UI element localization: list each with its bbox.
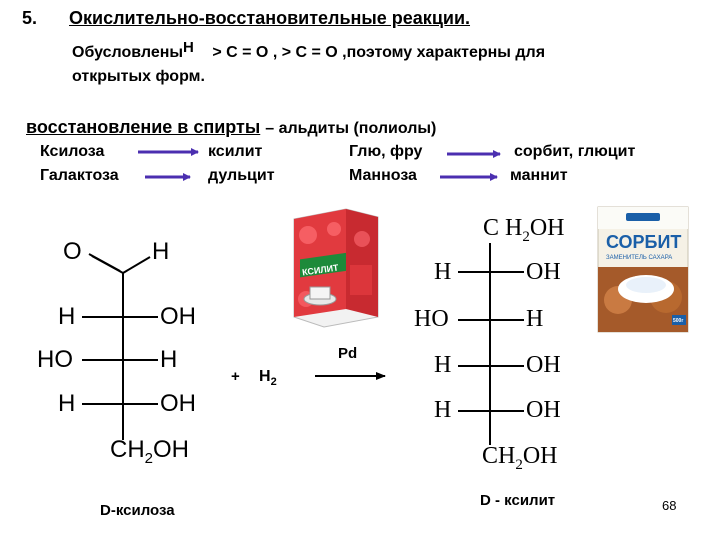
right-row2-right: OH	[526, 352, 561, 378]
left-row1-left: HO	[37, 346, 73, 373]
left-top-h: H	[152, 238, 170, 265]
reaction-from-1: Галактоза	[40, 167, 119, 184]
right-row3-right: OH	[526, 397, 561, 423]
left-bottom-sub: 2	[144, 449, 154, 467]
left-row0-left: H	[58, 303, 76, 330]
section-heading: восстановление в спирты – альдиты (полио…	[26, 117, 436, 138]
right-row1-left: HO	[414, 306, 449, 332]
sorbit-package-image: СОРБИТ ЗАМЕНИТЕЛЬ САХАРА 500г	[596, 205, 691, 335]
heading-text: восстановление в спирты	[26, 117, 261, 137]
left-bottom-oh: OH	[153, 436, 190, 463]
reaction-to-1: дульцит	[208, 167, 275, 184]
right-top-sub: 2	[522, 228, 530, 245]
reaction-to-3: маннит	[510, 167, 568, 184]
subtitle-part2: > C = O , > C = O ,поэтому характерны дл…	[212, 44, 546, 61]
left-row1-right: H	[160, 346, 178, 373]
reaction-to-2: сорбит, глюцит	[514, 143, 636, 160]
reaction-from-2: Глю, фру	[349, 143, 423, 160]
left-o: O	[63, 238, 82, 265]
left-row0-right: OH	[160, 303, 196, 330]
left-bottom: CH2OH	[110, 436, 189, 467]
reagent-h: H	[259, 368, 271, 385]
right-top-ch: C H	[483, 215, 523, 241]
slide-title: Окислительно-восстановительные реакции.	[69, 8, 471, 28]
left-structure-bonds	[82, 253, 158, 440]
page-number: 68	[662, 498, 677, 513]
right-row2-left: H	[434, 352, 452, 378]
right-top-oh: OH	[529, 215, 565, 241]
reagent-plus: +	[231, 368, 240, 385]
left-caption: D-ксилоза	[100, 502, 175, 519]
left-row2-left: H	[58, 390, 76, 417]
reagent: H2	[259, 368, 277, 388]
subtitle-line2: открытых форм.	[72, 68, 205, 85]
sorbit-weight: 500г	[673, 318, 684, 324]
sorbit-sub: ЗАМЕНИТЕЛЬ САХАРА	[606, 255, 673, 261]
right-row0-left: H	[434, 259, 452, 285]
left-row2-right: OH	[160, 390, 196, 417]
slide-number: 5.	[22, 8, 38, 28]
subtitle-line1: ОбусловленыH > C = O , > C = O ,поэтому …	[72, 39, 546, 62]
right-bottom-sub: 2	[515, 456, 523, 473]
subtitle-part1: Обусловлены	[72, 44, 184, 61]
right-bottom: CH2OH	[482, 443, 558, 474]
heading-suffix: – альдиты (полиолы)	[265, 120, 437, 137]
right-top: C H2OH	[483, 215, 565, 246]
right-caption: D - ксилит	[480, 492, 556, 509]
reaction-to-0: ксилит	[208, 143, 263, 160]
reaction-from-0: Ксилоза	[40, 143, 105, 160]
reagent-sub: 2	[270, 376, 277, 389]
right-bottom-ch: CH	[482, 443, 516, 469]
subtitle-h: H	[183, 39, 194, 56]
right-row3-left: H	[434, 397, 452, 423]
right-row0-right: OH	[526, 259, 561, 285]
right-row1-right: H	[526, 306, 544, 332]
right-bottom-oh: OH	[522, 443, 558, 469]
left-bottom-ch: CH	[110, 436, 145, 463]
xylit-package-image: КСИЛИТ	[288, 205, 380, 330]
reaction-from-3: Манноза	[349, 167, 417, 184]
catalyst: Pd	[338, 345, 358, 362]
sorbit-brand: СОРБИТ	[606, 232, 682, 252]
right-structure-bonds	[458, 243, 524, 445]
